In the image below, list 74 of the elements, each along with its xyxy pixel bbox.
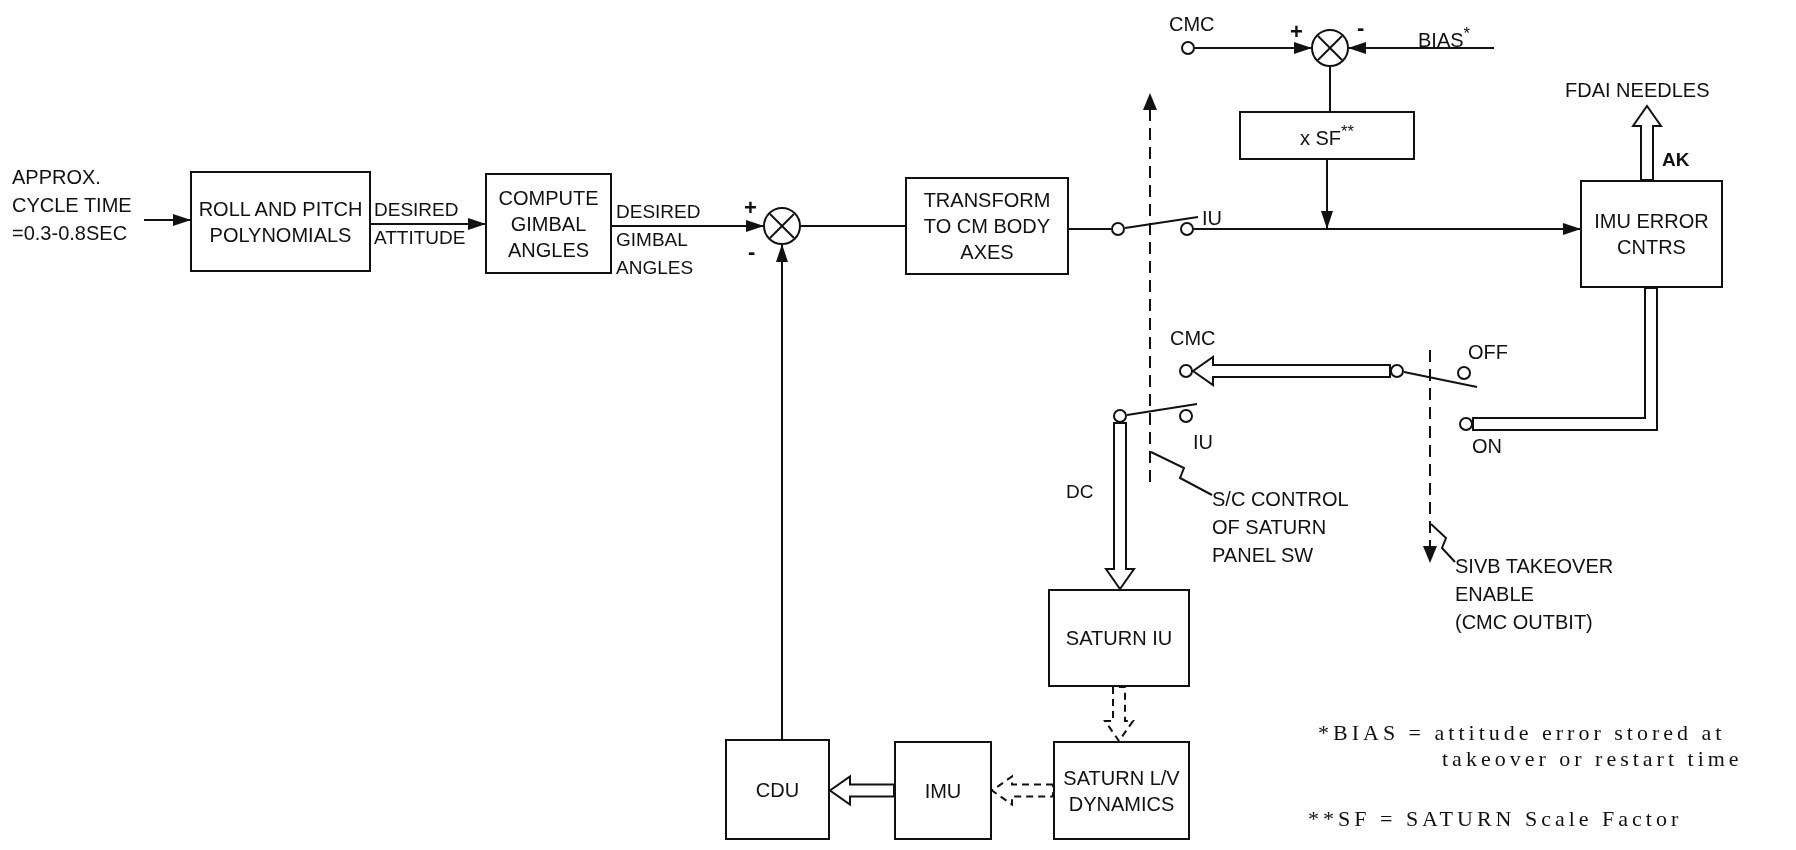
sign-label: + [744, 196, 757, 220]
double-line-connector [1472, 287, 1658, 431]
edge-label: AK [1662, 148, 1691, 172]
block-label: COMPUTE GIMBAL ANGLES [497, 185, 600, 263]
switch-blade [1403, 371, 1478, 388]
process-box [190, 171, 371, 272]
arrow [1194, 42, 1312, 54]
footnote-text: **SF = SATURN Scale Factor [1308, 806, 1683, 832]
arrow [776, 244, 788, 740]
process-box [725, 739, 830, 840]
terminal-label: IU [1202, 206, 1222, 230]
connector-line [1068, 228, 1112, 230]
process-box [485, 173, 612, 274]
block-label: SATURN IU [1064, 626, 1174, 651]
terminal-label: CMC [1169, 12, 1215, 36]
annotation-text: S/C CONTROL OF SATURN PANEL SW [1212, 485, 1372, 569]
switch-terminal [1111, 222, 1125, 236]
switch-terminal [1180, 222, 1194, 236]
leader-line [1150, 451, 1213, 496]
hollow-arrow [828, 774, 895, 807]
footnote-text: *BIAS = attitude error stored at takeover or restart time [1318, 720, 1744, 772]
switch-terminal [1457, 366, 1471, 380]
process-box [1048, 589, 1190, 687]
annotation-text: APPROX. CYCLE TIME =0.3-0.8SEC [12, 163, 144, 247]
terminal-label: ON [1472, 434, 1502, 458]
process-box [894, 741, 992, 840]
hollow-arrow [1191, 355, 1391, 387]
leader-line [1430, 523, 1456, 563]
block-label: IMU [923, 778, 963, 804]
block-label: ROLL AND PITCH POLYNOMIALS [197, 196, 364, 248]
annotation-text: (CMC OUTBIT) [1455, 610, 1594, 635]
annotation-text: FDAI NEEDLES [1565, 76, 1747, 104]
arrow [1193, 223, 1581, 235]
connector-line [800, 225, 906, 227]
switch-terminal [1459, 417, 1473, 431]
hollow-arrow [990, 774, 1054, 807]
arrow [1348, 42, 1495, 54]
annotation-text: SIVB TAKEOVER ENABLE [1455, 554, 1615, 607]
block-label: SATURN L/V DYNAMICS [1062, 765, 1181, 817]
switch-blade [1126, 403, 1198, 416]
switch-blade [1124, 216, 1199, 229]
arrow [1321, 159, 1333, 229]
block-label: IMU ERROR CNTRS [1593, 209, 1710, 260]
switch-terminal [1181, 41, 1195, 55]
block-label: TRANSFORM TO CM BODY AXES [922, 188, 1052, 265]
sign-label: - [1357, 16, 1365, 40]
sign-label: + [1290, 20, 1303, 44]
process-box [905, 177, 1069, 275]
switch-terminal [1113, 409, 1127, 423]
block-label: CDU [754, 777, 801, 803]
edge-label: DC [1066, 480, 1095, 504]
edge-label: DESIRED ATTITUDE [374, 198, 467, 250]
arrow [611, 220, 764, 232]
process-box [1580, 180, 1723, 288]
arrow [370, 218, 486, 230]
summing-junction [763, 207, 801, 245]
terminal-label: OFF [1468, 340, 1508, 364]
terminal-label: IU [1193, 430, 1213, 454]
terminal-label: CMC [1170, 326, 1216, 350]
process-box [1053, 741, 1190, 840]
arrow [143, 214, 191, 226]
switch-terminal [1179, 364, 1193, 378]
switch-terminal [1179, 409, 1193, 423]
summing-junction [1311, 29, 1349, 67]
process-box [1239, 111, 1415, 160]
switch-terminal [1390, 364, 1404, 378]
block-label: x SF$^{**}$ [1298, 120, 1356, 151]
sign-label: - [748, 240, 756, 264]
edge-label: DESIRED GIMBAL ANGLES [616, 200, 702, 280]
hollow-arrow [1104, 422, 1136, 591]
connector-line [1329, 66, 1331, 112]
hollow-arrow [1631, 104, 1663, 181]
hollow-arrow [1103, 686, 1135, 743]
annotation-text: BIAS$^{*}$ [1418, 20, 1502, 54]
